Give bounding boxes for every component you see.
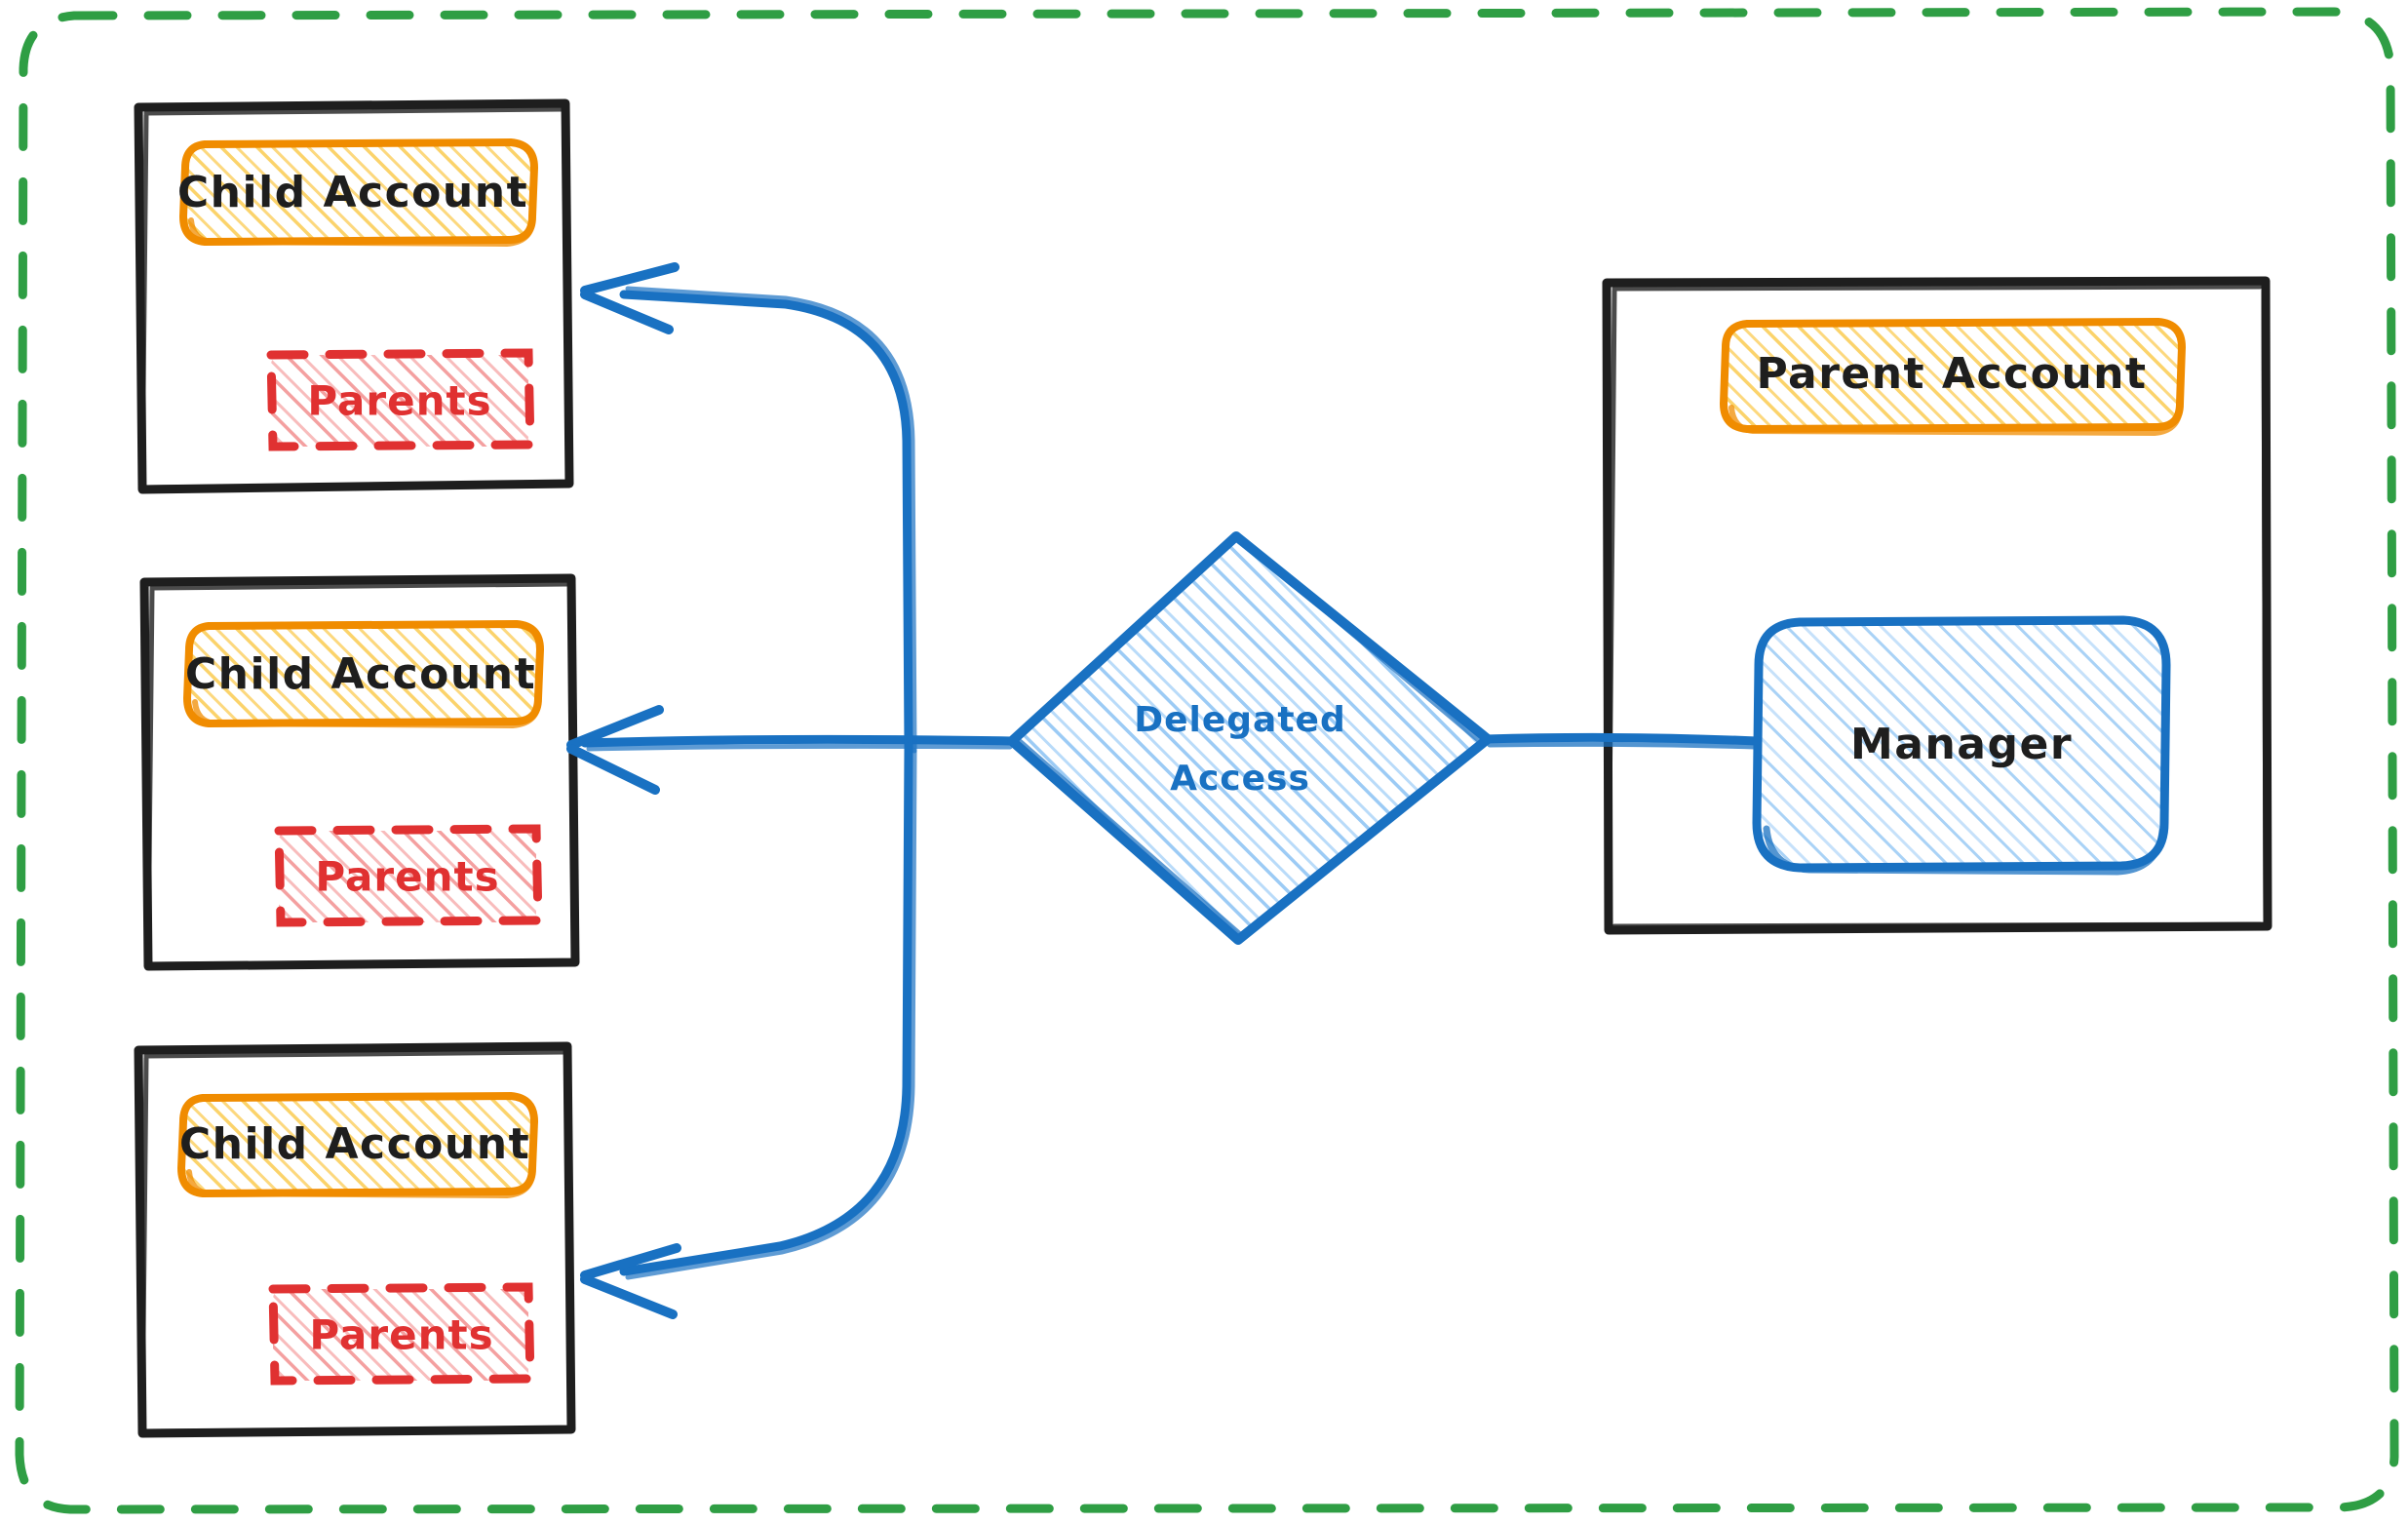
parents-box-3[interactable]: Parents — [268, 1282, 535, 1386]
child-account-box-3[interactable]: Child Account — [176, 1091, 539, 1199]
delegated-access-to-child-3-connector[interactable] — [580, 742, 917, 1319]
manager-label: Manager — [1850, 720, 2073, 769]
delegated-access-diamond[interactable]: Delegated Access — [1007, 531, 1493, 945]
parent-account-box[interactable]: Parent Account — [1719, 317, 2187, 437]
child-account-label-2: Child Account — [185, 649, 536, 699]
child-account-label-1: Child Account — [177, 168, 528, 217]
manager-to-delegated-access-connector[interactable] — [1481, 732, 1762, 750]
parents-label-1: Parents — [307, 377, 491, 425]
child-account-box-2[interactable]: Child Account — [182, 619, 545, 729]
parents-label-2: Parents — [315, 853, 499, 901]
parents-label-3: Parents — [309, 1311, 493, 1359]
parent-group[interactable]: Parent Account Manager — [1602, 276, 2272, 935]
parents-box-2[interactable]: Parents — [274, 824, 543, 927]
delegated-access-to-child-1-connector[interactable] — [580, 262, 917, 754]
child-group-2[interactable]: Child Account Parents — [139, 573, 580, 971]
delegated-access-to-child-2-connector[interactable] — [566, 705, 1017, 795]
parent-account-label: Parent Account — [1756, 349, 2147, 399]
manager-box[interactable]: Manager — [1752, 615, 2171, 876]
parents-box-1[interactable]: Parents — [266, 348, 535, 451]
child-account-box-1[interactable]: Child Account — [177, 137, 539, 248]
delegated-access-label-line2: Access — [1170, 759, 1310, 799]
child-group-3[interactable]: Child Account Parents — [134, 1041, 576, 1438]
delegated-access-label-line1: Delegated — [1134, 700, 1346, 740]
connector-layer — [566, 262, 1762, 1319]
child-account-label-3: Child Account — [179, 1119, 530, 1169]
child-group-1[interactable]: Child Account Parents — [134, 98, 574, 494]
diagram-canvas-frame — [15, 7, 2399, 1514]
